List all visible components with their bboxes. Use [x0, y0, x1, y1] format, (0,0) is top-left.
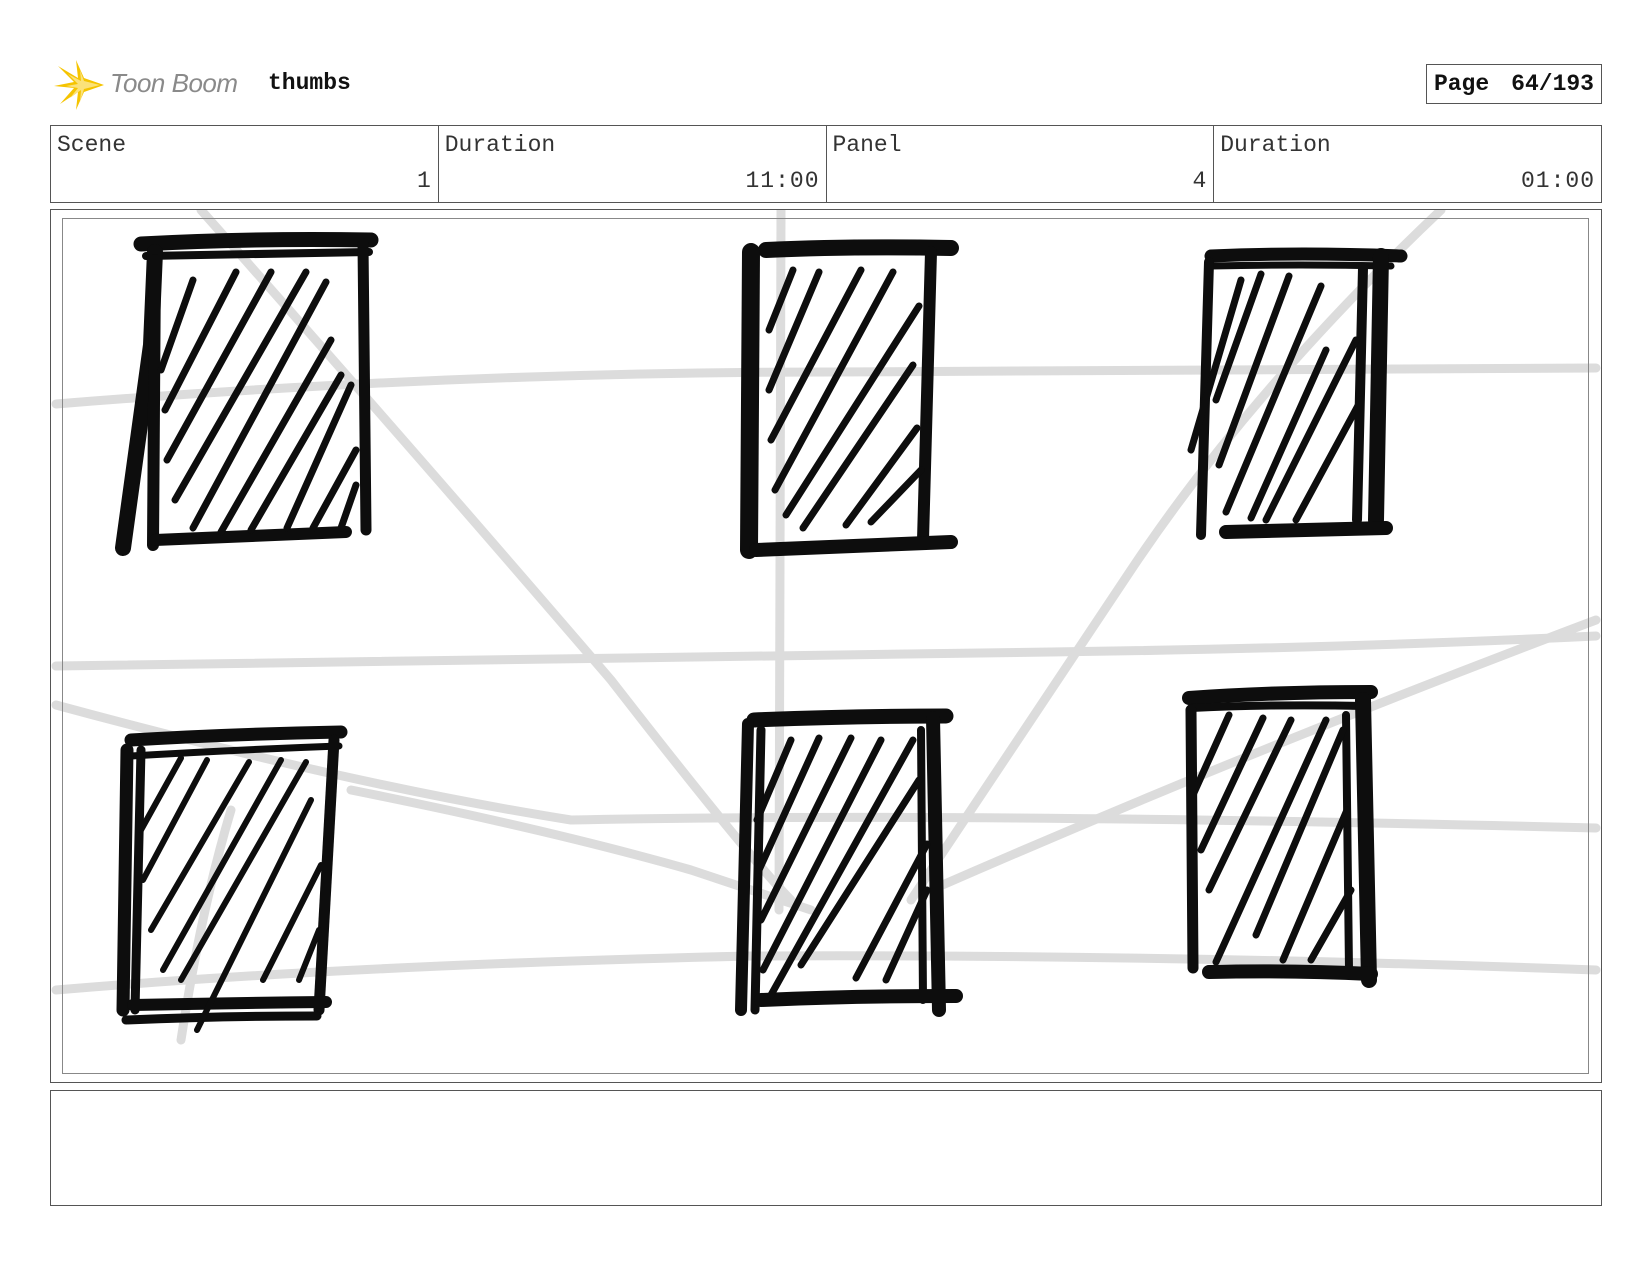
scene-label: Scene: [57, 132, 127, 158]
toon-boom-logo: Toon Boom: [54, 58, 254, 112]
window-sketch-3: [1187, 247, 1408, 540]
panel-sketch: [51, 210, 1601, 1045]
panel-duration-label: Duration: [1220, 132, 1331, 158]
logo-text: Toon Boom: [110, 68, 238, 98]
storyboard-panel: [50, 209, 1602, 1083]
window-sketch-2: [740, 239, 959, 559]
scene-value: 1: [416, 168, 432, 194]
toon-boom-star-icon: [54, 60, 104, 110]
panel-label: Panel: [832, 132, 902, 158]
scene-duration-label: Duration: [444, 132, 556, 158]
panel-info-table: Scene 1 Duration 11:00 Panel 4 Duration …: [50, 125, 1602, 203]
panel-duration-value: 01:00: [1520, 168, 1595, 194]
page-label: Page: [1433, 71, 1490, 97]
panel-duration-cell: Duration 01:00: [1214, 126, 1601, 202]
scene-duration-value: 11:00: [745, 168, 820, 194]
window-sketch-6: [1182, 685, 1378, 988]
window-sketch-4: [116, 725, 348, 1033]
page-value: 64/193: [1511, 71, 1594, 97]
panel-notes-area[interactable]: [50, 1090, 1602, 1206]
project-name: thumbs: [268, 70, 351, 96]
scene-cell: Scene 1: [51, 126, 439, 202]
panel-cell: Panel 4: [827, 126, 1215, 202]
window-sketch-1: [115, 232, 379, 556]
storyboard-header: Toon Boom thumbs Page 64/193: [50, 56, 1602, 112]
panel-value: 4: [1192, 168, 1208, 194]
scene-duration-cell: Duration 11:00: [439, 126, 827, 202]
page-indicator: Page 64/193: [1425, 64, 1602, 104]
window-sketch-5: [735, 708, 963, 1017]
panel-safe-area: [62, 218, 1589, 1074]
